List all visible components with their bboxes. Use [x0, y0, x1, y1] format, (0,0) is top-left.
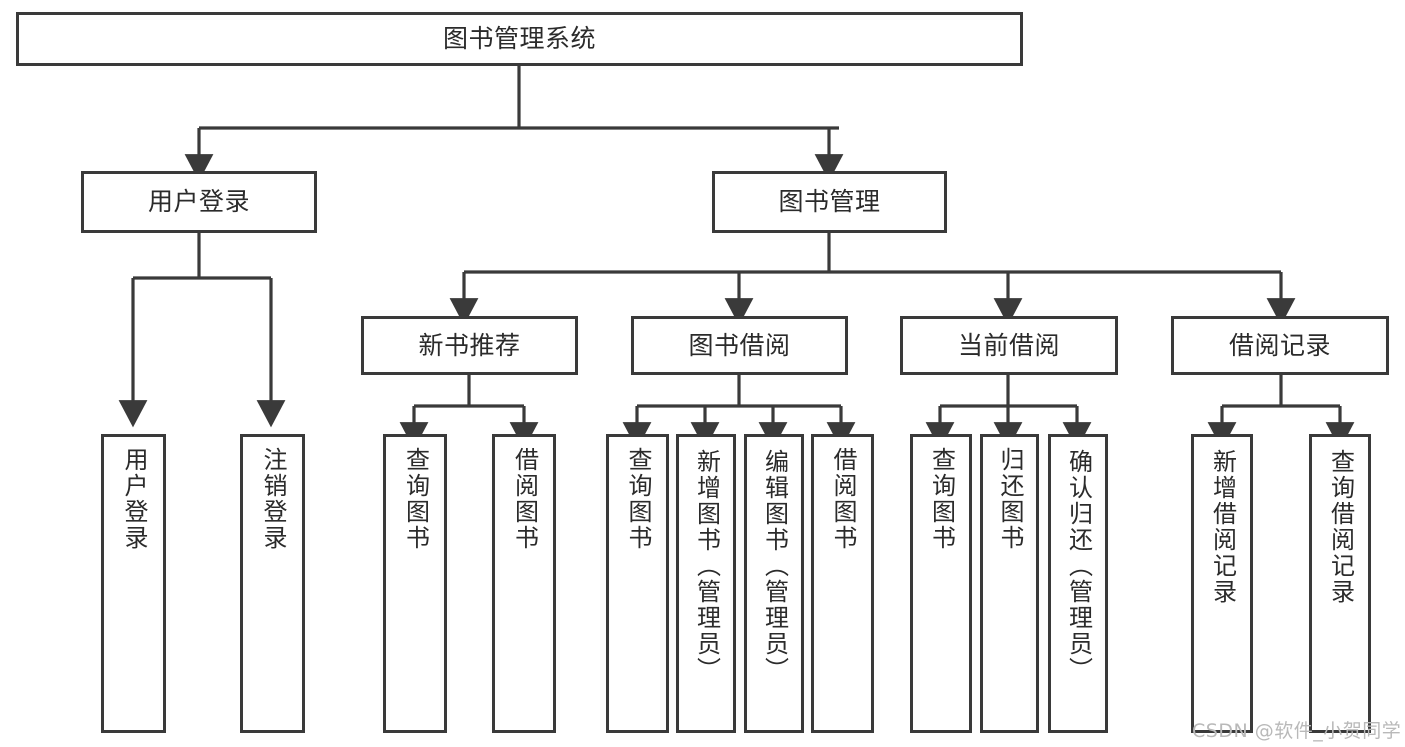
- node-new-book-recommend[interactable]: 新书推荐: [361, 316, 578, 375]
- leaf-confirm-return-label: 确认归还（管理员）: [1064, 449, 1093, 683]
- csdn-watermark: CSDN @软件_小贺同学: [1192, 720, 1402, 742]
- leaf-return-book-label: 归还图书: [995, 447, 1024, 551]
- leaf-query-book-3[interactable]: 查询图书: [910, 434, 972, 733]
- leaf-edit-book-label: 编辑图书（管理员）: [760, 449, 789, 683]
- node-root[interactable]: 图书管理系统: [16, 12, 1023, 66]
- leaf-borrow-book-1[interactable]: 借阅图书: [492, 434, 556, 733]
- leaf-add-book-label: 新增图书（管理员）: [692, 449, 721, 683]
- leaf-add-borrow-record-label: 新增借阅记录: [1208, 449, 1237, 605]
- leaf-borrow-book-2[interactable]: 借阅图书: [811, 434, 874, 733]
- leaf-logout[interactable]: 注销登录: [240, 434, 305, 733]
- node-new-book-recommend-label: 新书推荐: [418, 330, 521, 360]
- leaf-query-book-3-label: 查询图书: [927, 447, 956, 551]
- leaf-query-book-1[interactable]: 查询图书: [383, 434, 447, 733]
- leaf-borrow-book-2-label: 借阅图书: [828, 447, 857, 551]
- node-user-login-label: 用户登录: [147, 187, 250, 217]
- leaf-borrow-book-1-label: 借阅图书: [510, 447, 539, 551]
- leaf-query-borrow-record-label: 查询借阅记录: [1326, 449, 1355, 605]
- node-book-manage[interactable]: 图书管理: [712, 171, 947, 233]
- leaf-add-borrow-record[interactable]: 新增借阅记录: [1191, 434, 1253, 733]
- node-user-login[interactable]: 用户登录: [81, 171, 317, 233]
- node-book-manage-label: 图书管理: [778, 187, 881, 217]
- leaf-confirm-return[interactable]: 确认归还（管理员）: [1048, 434, 1108, 733]
- leaf-add-book[interactable]: 新增图书（管理员）: [676, 434, 736, 733]
- node-root-label: 图书管理系统: [442, 24, 596, 54]
- node-current-borrow[interactable]: 当前借阅: [900, 316, 1118, 375]
- leaf-user-login[interactable]: 用户登录: [101, 434, 166, 733]
- node-book-borrow[interactable]: 图书借阅: [631, 316, 848, 375]
- node-borrow-record-label: 借阅记录: [1228, 330, 1331, 360]
- leaf-query-borrow-record[interactable]: 查询借阅记录: [1309, 434, 1371, 733]
- leaf-return-book[interactable]: 归还图书: [980, 434, 1039, 733]
- leaf-logout-label: 注销登录: [258, 447, 287, 551]
- leaf-user-login-label: 用户登录: [119, 447, 148, 551]
- leaf-query-book-2-label: 查询图书: [623, 447, 652, 551]
- node-current-borrow-label: 当前借阅: [957, 330, 1060, 360]
- leaf-query-book-1-label: 查询图书: [401, 447, 430, 551]
- leaf-query-book-2[interactable]: 查询图书: [606, 434, 669, 733]
- node-borrow-record[interactable]: 借阅记录: [1171, 316, 1389, 375]
- node-book-borrow-label: 图书借阅: [688, 330, 791, 360]
- leaf-edit-book[interactable]: 编辑图书（管理员）: [744, 434, 804, 733]
